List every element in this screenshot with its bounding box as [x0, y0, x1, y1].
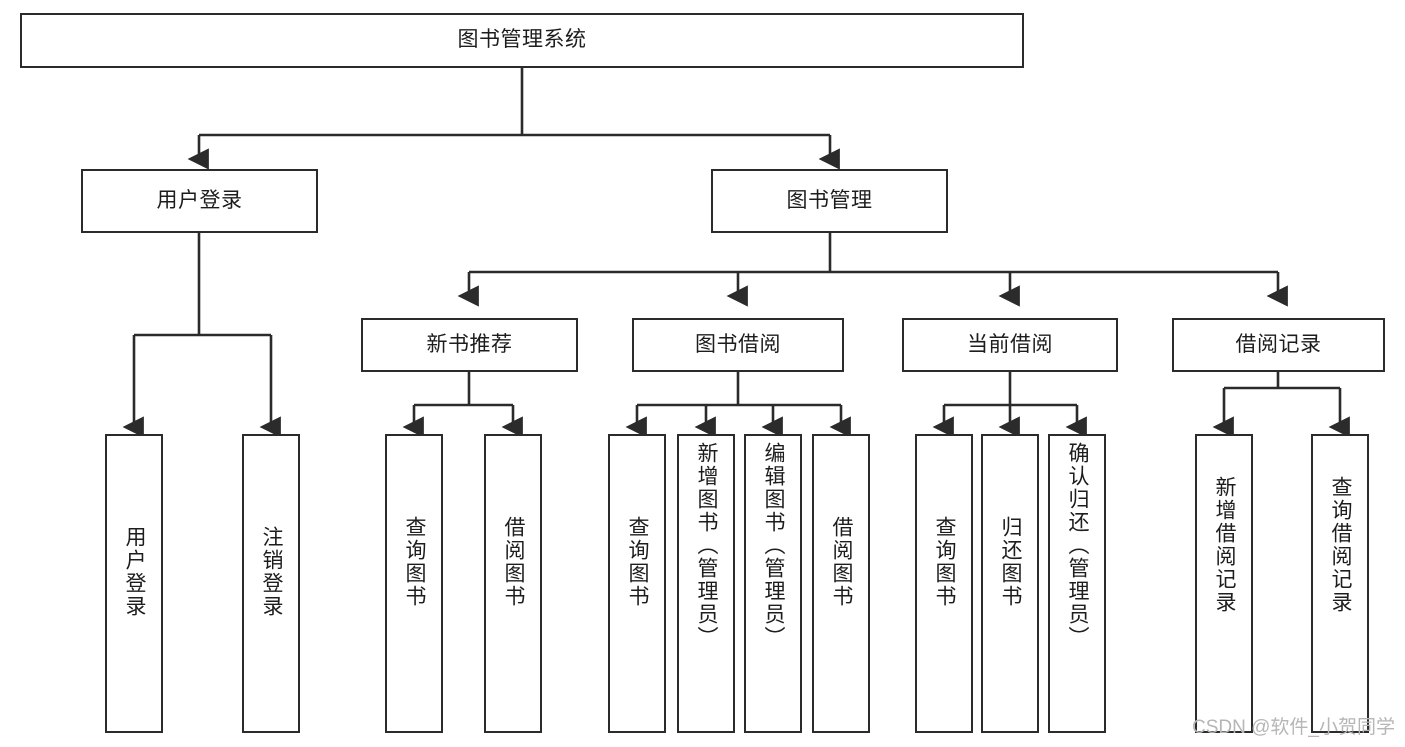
- node-leaf-return-book-label: 归还图书: [999, 516, 1023, 608]
- node-leaf-edit-book[interactable]: 编辑图书（管理员）: [744, 434, 802, 733]
- node-user-login-label: 用户登录: [156, 188, 243, 212]
- node-leaf-return-book[interactable]: 归还图书: [981, 434, 1039, 733]
- node-leaf-query-book-2-label: 查询图书: [626, 516, 650, 608]
- node-leaf-query-book-2[interactable]: 查询图书: [608, 434, 666, 733]
- node-leaf-user-login-label: 用户登录: [123, 526, 147, 618]
- node-leaf-add-record-label: 新增借阅记录: [1213, 476, 1237, 614]
- node-current-borrow-label: 当前借阅: [967, 332, 1053, 356]
- csdn-watermark: CSDN @软件_小贺同学: [1192, 717, 1395, 738]
- node-current-borrow[interactable]: 当前借阅: [902, 318, 1118, 372]
- node-leaf-query-book-1[interactable]: 查询图书: [385, 434, 443, 733]
- node-leaf-query-record[interactable]: 查询借阅记录: [1311, 434, 1369, 733]
- node-book-borrow[interactable]: 图书借阅: [632, 318, 844, 372]
- node-leaf-confirm-return-label: 确认归还（管理员）: [1066, 442, 1090, 649]
- node-leaf-user-login[interactable]: 用户登录: [105, 434, 163, 733]
- node-root-label: 图书管理系统: [457, 28, 587, 52]
- node-root[interactable]: 图书管理系统: [20, 13, 1024, 68]
- node-leaf-borrow-book-2[interactable]: 借阅图书: [812, 434, 870, 733]
- node-leaf-edit-book-label: 编辑图书（管理员）: [762, 442, 786, 649]
- node-leaf-confirm-return[interactable]: 确认归还（管理员）: [1048, 434, 1106, 733]
- node-book-manage[interactable]: 图书管理: [711, 169, 948, 233]
- node-leaf-query-record-label: 查询借阅记录: [1329, 476, 1353, 614]
- node-leaf-add-book-label: 新增图书（管理员）: [695, 442, 719, 649]
- node-leaf-logout-login-label: 注销登录: [260, 526, 284, 618]
- node-book-manage-label: 图书管理: [786, 188, 873, 212]
- node-leaf-logout-login[interactable]: 注销登录: [242, 434, 300, 733]
- node-borrow-record-label: 借阅记录: [1235, 332, 1322, 356]
- node-user-login[interactable]: 用户登录: [81, 169, 318, 233]
- node-new-book-recommend[interactable]: 新书推荐: [361, 318, 578, 372]
- node-leaf-query-book-3-label: 查询图书: [933, 516, 957, 608]
- node-leaf-query-book-1-label: 查询图书: [403, 516, 427, 608]
- node-leaf-borrow-book-1[interactable]: 借阅图书: [484, 434, 542, 733]
- node-leaf-borrow-book-2-label: 借阅图书: [830, 516, 854, 608]
- node-new-book-recommend-label: 新书推荐: [426, 332, 513, 356]
- node-borrow-record[interactable]: 借阅记录: [1172, 318, 1385, 372]
- node-leaf-query-book-3[interactable]: 查询图书: [915, 434, 973, 733]
- node-leaf-add-record[interactable]: 新增借阅记录: [1195, 434, 1253, 733]
- node-leaf-add-book[interactable]: 新增图书（管理员）: [677, 434, 735, 733]
- node-book-borrow-label: 图书借阅: [695, 332, 781, 356]
- node-leaf-borrow-book-1-label: 借阅图书: [502, 516, 526, 608]
